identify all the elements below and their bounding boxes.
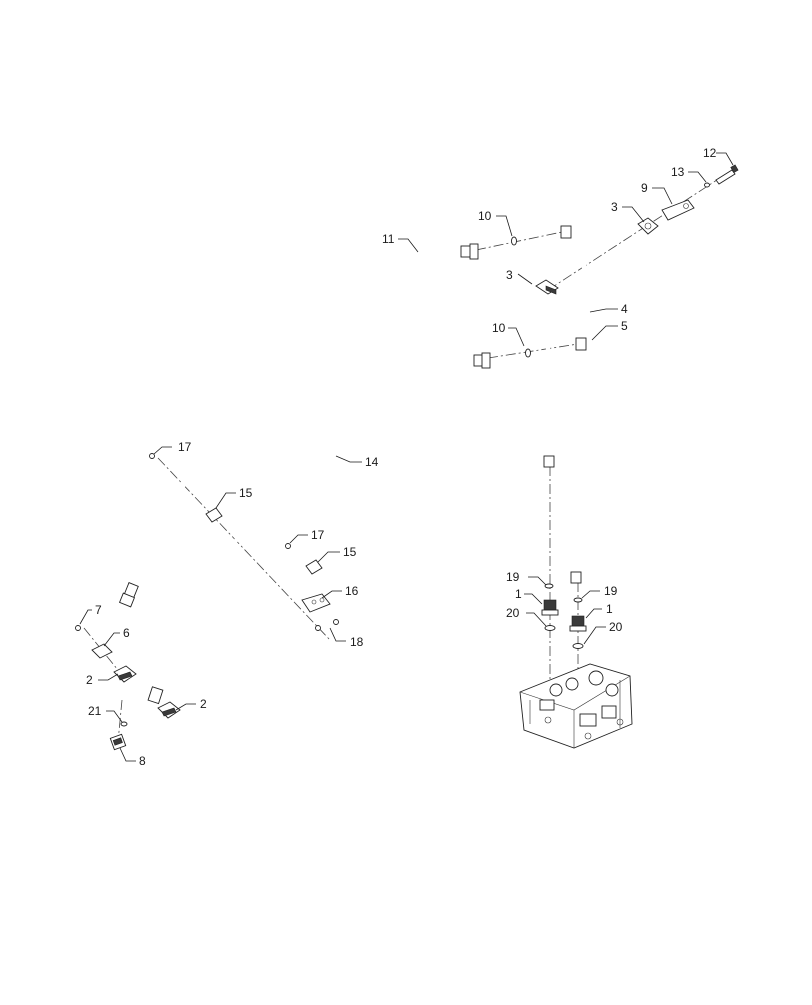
callout-4: 4 xyxy=(621,302,628,316)
callout-13: 13 xyxy=(671,165,685,179)
ring-21 xyxy=(120,721,128,727)
clamp-2-lower xyxy=(157,701,181,719)
callout-6: 6 xyxy=(123,626,130,640)
adapter-1-left xyxy=(541,599,559,616)
callout-12: 12 xyxy=(703,146,717,160)
callout-11: 11 xyxy=(382,232,395,246)
leader-lines xyxy=(79,152,734,762)
callout-10-upper: 10 xyxy=(478,209,492,223)
callout-10-lower: 10 xyxy=(492,321,506,335)
o-ring-19-right xyxy=(573,597,583,603)
tube-4 xyxy=(543,225,587,468)
callout-5: 5 xyxy=(621,319,628,333)
hose-11 xyxy=(118,243,479,608)
o-ring-10-lower xyxy=(525,348,531,358)
plate-6 xyxy=(91,643,113,659)
callout-3-right: 3 xyxy=(611,200,618,214)
callout-8: 8 xyxy=(139,754,146,768)
callout-2-right: 2 xyxy=(200,697,207,711)
callout-19-left: 19 xyxy=(506,570,520,584)
clamp-2-upper xyxy=(113,665,137,683)
callout-9: 9 xyxy=(641,181,648,195)
o-ring-19-left xyxy=(544,583,554,589)
clip-15-upper xyxy=(205,507,223,523)
assembly-centerlines xyxy=(83,177,721,743)
callout-17-upper: 17 xyxy=(178,440,192,454)
callout-21: 21 xyxy=(88,704,102,718)
fitting-8 xyxy=(109,733,127,751)
clip-15-lower xyxy=(305,559,323,575)
bracket-16 xyxy=(301,593,331,613)
callout-labels: 12 13 9 3 10 11 3 4 10 5 17 14 15 17 15 … xyxy=(86,146,717,768)
callout-1-left: 1 xyxy=(515,587,522,601)
bolt-7 xyxy=(75,625,81,631)
callout-14: 14 xyxy=(365,455,379,469)
o-ring-20-right xyxy=(572,643,584,649)
callout-3-left: 3 xyxy=(506,268,513,282)
tube-5 xyxy=(570,337,607,584)
plate-9 xyxy=(661,199,695,221)
clamp-3-left xyxy=(535,279,559,295)
callout-15-lower: 15 xyxy=(343,545,357,559)
control-valve-block xyxy=(519,663,633,749)
bolt-17-upper xyxy=(149,453,155,459)
o-ring-20-left xyxy=(544,625,556,631)
callout-20-right: 20 xyxy=(609,620,623,634)
bolt-17-lower xyxy=(285,543,291,549)
hose-14 xyxy=(147,352,491,705)
bolt-12 xyxy=(715,164,739,185)
callout-2-left: 2 xyxy=(86,673,93,687)
callout-18: 18 xyxy=(350,635,364,649)
adapter-1-right xyxy=(569,615,587,632)
callout-1-right: 1 xyxy=(606,602,613,616)
nuts-18 xyxy=(315,619,339,631)
callout-16: 16 xyxy=(345,584,359,598)
clamp-3-right xyxy=(637,217,659,235)
callout-15-upper: 15 xyxy=(239,486,253,500)
washer-13 xyxy=(704,182,710,188)
callout-19-right: 19 xyxy=(604,584,618,598)
callout-7: 7 xyxy=(95,603,102,617)
o-ring-10-upper xyxy=(511,236,517,246)
callout-17-lower: 17 xyxy=(311,528,325,542)
callout-20-left: 20 xyxy=(506,606,520,620)
